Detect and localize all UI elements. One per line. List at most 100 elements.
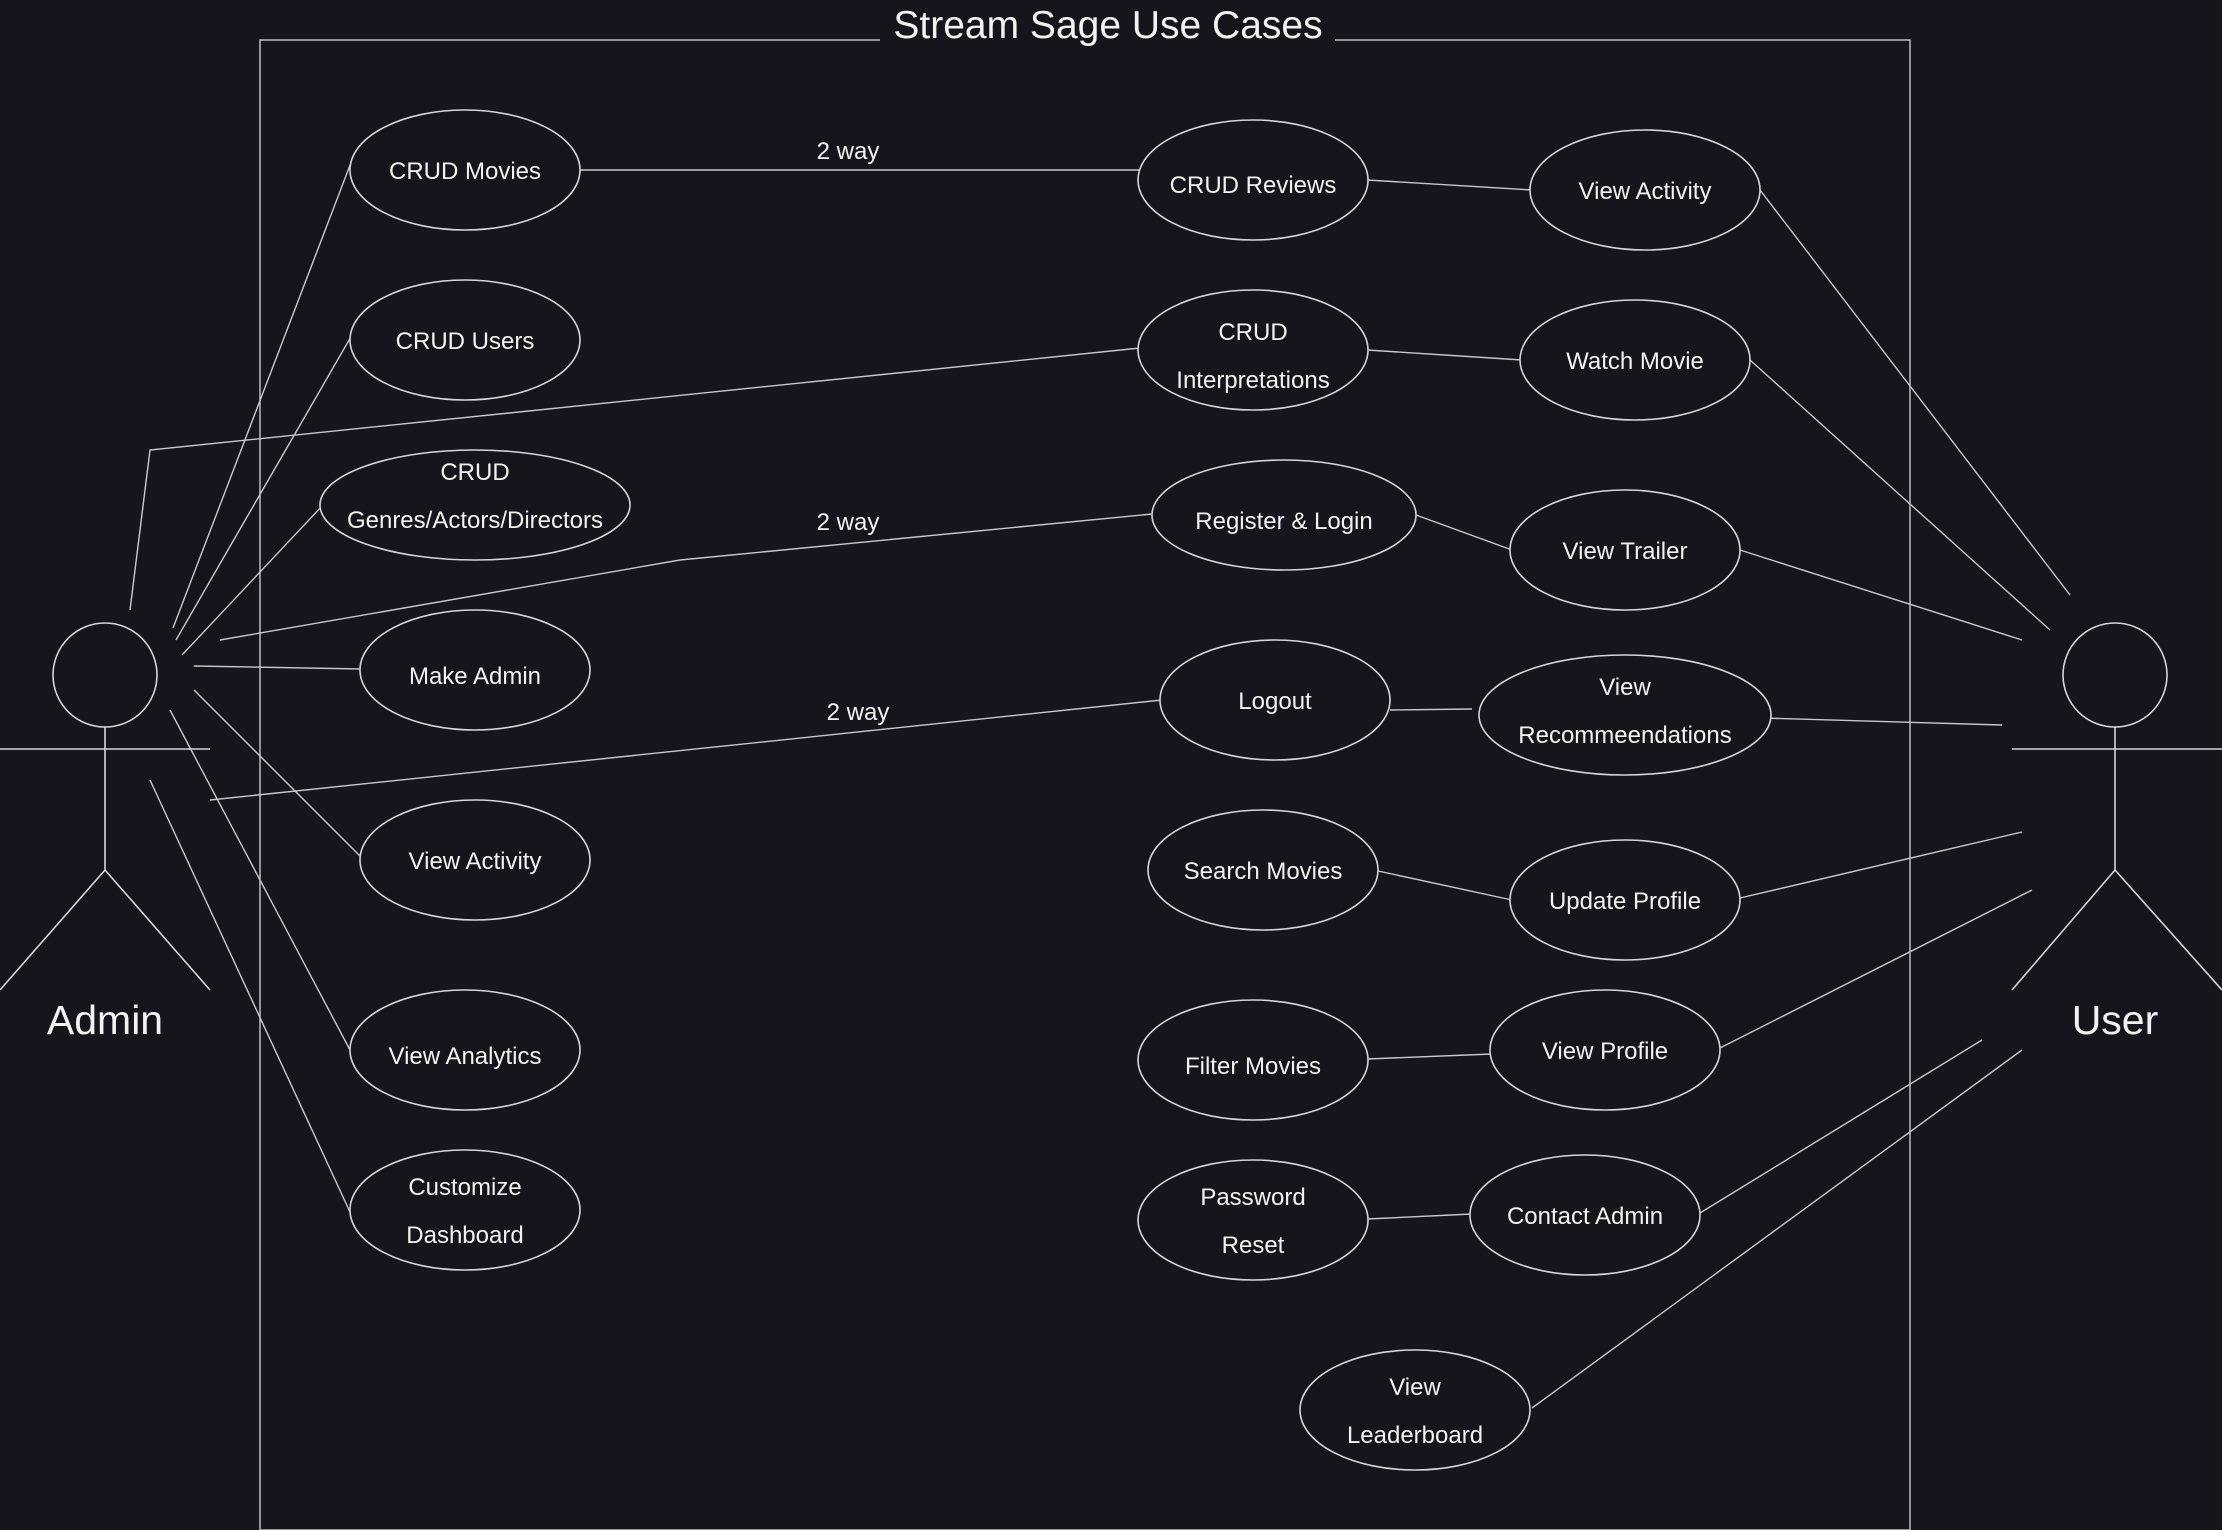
link-user-contact-admin bbox=[1699, 1039, 1983, 1214]
actor-right-leg bbox=[2114, 869, 2222, 991]
link-admin-make-admin bbox=[193, 665, 363, 670]
link-reset-contact-admin bbox=[1366, 1213, 1473, 1220]
use-case-view-leaderboard[interactable]: View Leaderboard bbox=[1299, 1349, 1531, 1471]
use-case-crud-genres-actors-directors[interactable]: CRUD Genres/Actors/Directors bbox=[319, 449, 631, 561]
link-admin-crud-users bbox=[175, 334, 353, 641]
use-case-ellipse bbox=[1137, 289, 1369, 411]
use-case-ellipse bbox=[1509, 839, 1741, 961]
actor-label-admin: Admin bbox=[47, 997, 163, 1043]
use-case-label: View Profile bbox=[1542, 1038, 1668, 1065]
use-case-label: View Activity bbox=[409, 848, 542, 875]
use-case-label: Register & Login bbox=[1195, 508, 1372, 535]
actor-label-user: User bbox=[2072, 997, 2159, 1043]
link-admin-view-analytics bbox=[169, 709, 351, 1051]
link-filter-view-profile bbox=[1366, 1053, 1493, 1060]
actor-head bbox=[2062, 622, 2168, 728]
link-logout-recommendations bbox=[1389, 708, 1473, 711]
use-case-label-line2: Leaderboard bbox=[1347, 1422, 1483, 1449]
use-case-update-profile[interactable]: Update Profile bbox=[1509, 839, 1741, 961]
use-case-label: View Activity bbox=[1579, 178, 1712, 205]
use-case-label: CRUD Movies bbox=[389, 158, 541, 185]
use-case-filter-movies[interactable]: Filter Movies bbox=[1137, 999, 1369, 1121]
use-case-label: View Analytics bbox=[389, 1043, 542, 1070]
use-case-label-line2: Reset bbox=[1222, 1232, 1285, 1259]
actor-admin[interactable]: Admin bbox=[0, 622, 211, 1043]
use-case-ellipse bbox=[1529, 129, 1761, 251]
link-search-update-profile bbox=[1377, 870, 1513, 901]
use-case-ellipse bbox=[359, 799, 591, 921]
use-case-ellipse bbox=[349, 989, 581, 1111]
use-case-password-reset[interactable]: Password Reset bbox=[1137, 1159, 1369, 1281]
use-case-label: CRUD Users bbox=[396, 328, 535, 355]
use-case-watch-movie[interactable]: Watch Movie bbox=[1519, 299, 1751, 421]
use-case-crud-users[interactable]: CRUD Users bbox=[349, 279, 581, 401]
use-case-label: Search Movies bbox=[1184, 858, 1343, 885]
use-case-view-profile[interactable]: View Profile bbox=[1489, 989, 1721, 1111]
use-case-contact-admin[interactable]: Contact Admin bbox=[1469, 1154, 1701, 1276]
link-user-view-leaderboard bbox=[1531, 1049, 2023, 1409]
link-user-watch-movie bbox=[1749, 359, 2051, 631]
actor-user[interactable]: User bbox=[2011, 622, 2222, 1043]
actor-left-leg bbox=[2011, 869, 2116, 991]
edge-label-register: 2 way bbox=[817, 509, 880, 536]
link-user-view-profile bbox=[1719, 889, 2033, 1049]
link-user-view-trailer bbox=[1739, 549, 2023, 641]
use-case-search-movies[interactable]: Search Movies bbox=[1147, 809, 1379, 931]
use-case-user-view-activity[interactable]: View Activity bbox=[1529, 129, 1761, 251]
use-case-ellipse bbox=[1147, 809, 1379, 931]
diagram-title: Stream Sage Use Cases bbox=[893, 4, 1322, 47]
link-admin-crud-interpretations bbox=[129, 347, 1141, 611]
link-admin-register-login bbox=[219, 513, 1153, 641]
use-case-view-analytics[interactable]: View Analytics bbox=[349, 989, 581, 1111]
use-case-ellipse bbox=[349, 279, 581, 401]
link-user-recommendations bbox=[1761, 717, 2003, 726]
use-case-ellipse bbox=[319, 449, 631, 561]
use-case-label-line2: Dashboard bbox=[406, 1222, 523, 1249]
use-case-label-line1: Password bbox=[1200, 1184, 1305, 1211]
use-case-label-line2: Interpretations bbox=[1176, 367, 1329, 394]
use-case-view-trailer[interactable]: View Trailer bbox=[1509, 489, 1741, 611]
use-case-label-line1: View bbox=[1599, 674, 1651, 701]
edge-label-movies-reviews: 2 way bbox=[817, 138, 880, 165]
use-case-label-line2: Recommeendations bbox=[1518, 722, 1731, 749]
link-admin-crud-movies bbox=[172, 159, 353, 629]
use-case-label: Logout bbox=[1238, 688, 1312, 715]
link-user-update-profile bbox=[1739, 831, 2023, 899]
use-case-logout[interactable]: Logout bbox=[1159, 639, 1391, 761]
use-case-ellipse bbox=[1151, 459, 1417, 571]
use-case-label: Update Profile bbox=[1549, 888, 1701, 915]
use-case-label-line1: View bbox=[1389, 1374, 1441, 1401]
use-case-label: Filter Movies bbox=[1185, 1053, 1321, 1080]
actor-right-leg bbox=[104, 869, 211, 991]
actor-left-leg bbox=[0, 869, 106, 991]
use-case-customize-dashboard[interactable]: Customize Dashboard bbox=[349, 1149, 581, 1271]
use-case-view-recommendations[interactable]: View Recommeendations bbox=[1478, 654, 1772, 776]
link-admin-view-activity bbox=[193, 689, 363, 859]
link-admin-crud-genres bbox=[181, 504, 324, 656]
link-reviews-activity bbox=[1366, 179, 1533, 191]
use-case-label: Watch Movie bbox=[1566, 348, 1704, 375]
use-case-ellipse bbox=[1489, 989, 1721, 1111]
link-admin-customize-dashboard bbox=[149, 779, 351, 1213]
link-admin-logout bbox=[209, 699, 1163, 801]
title-backdrop bbox=[880, 28, 1335, 50]
use-case-ellipse bbox=[1159, 639, 1391, 761]
use-case-ellipse bbox=[1299, 1349, 1531, 1471]
connectors bbox=[129, 159, 2071, 1409]
use-case-crud-reviews[interactable]: CRUD Reviews bbox=[1137, 119, 1369, 241]
link-register-trailer bbox=[1415, 514, 1513, 551]
use-case-crud-interpretations[interactable]: CRUD Interpretations bbox=[1137, 289, 1369, 411]
use-case-admin-view-activity[interactable]: View Activity bbox=[359, 799, 591, 921]
use-case-make-admin[interactable]: Make Admin bbox=[359, 609, 591, 731]
link-user-view-activity bbox=[1759, 189, 2071, 596]
use-case-label: Contact Admin bbox=[1507, 1203, 1663, 1230]
use-case-register-login[interactable]: Register & Login bbox=[1151, 459, 1417, 571]
system-boundary bbox=[259, 39, 1911, 1530]
use-case-label: CRUD Reviews bbox=[1170, 172, 1337, 199]
use-case-ellipse bbox=[1478, 654, 1772, 776]
use-case-ellipse bbox=[349, 109, 581, 231]
edge-label-logout: 2 way bbox=[827, 699, 890, 726]
use-case-label-line1: Customize bbox=[408, 1174, 521, 1201]
use-case-crud-movies[interactable]: CRUD Movies bbox=[349, 109, 581, 231]
use-case-label-line1: CRUD bbox=[440, 459, 509, 486]
